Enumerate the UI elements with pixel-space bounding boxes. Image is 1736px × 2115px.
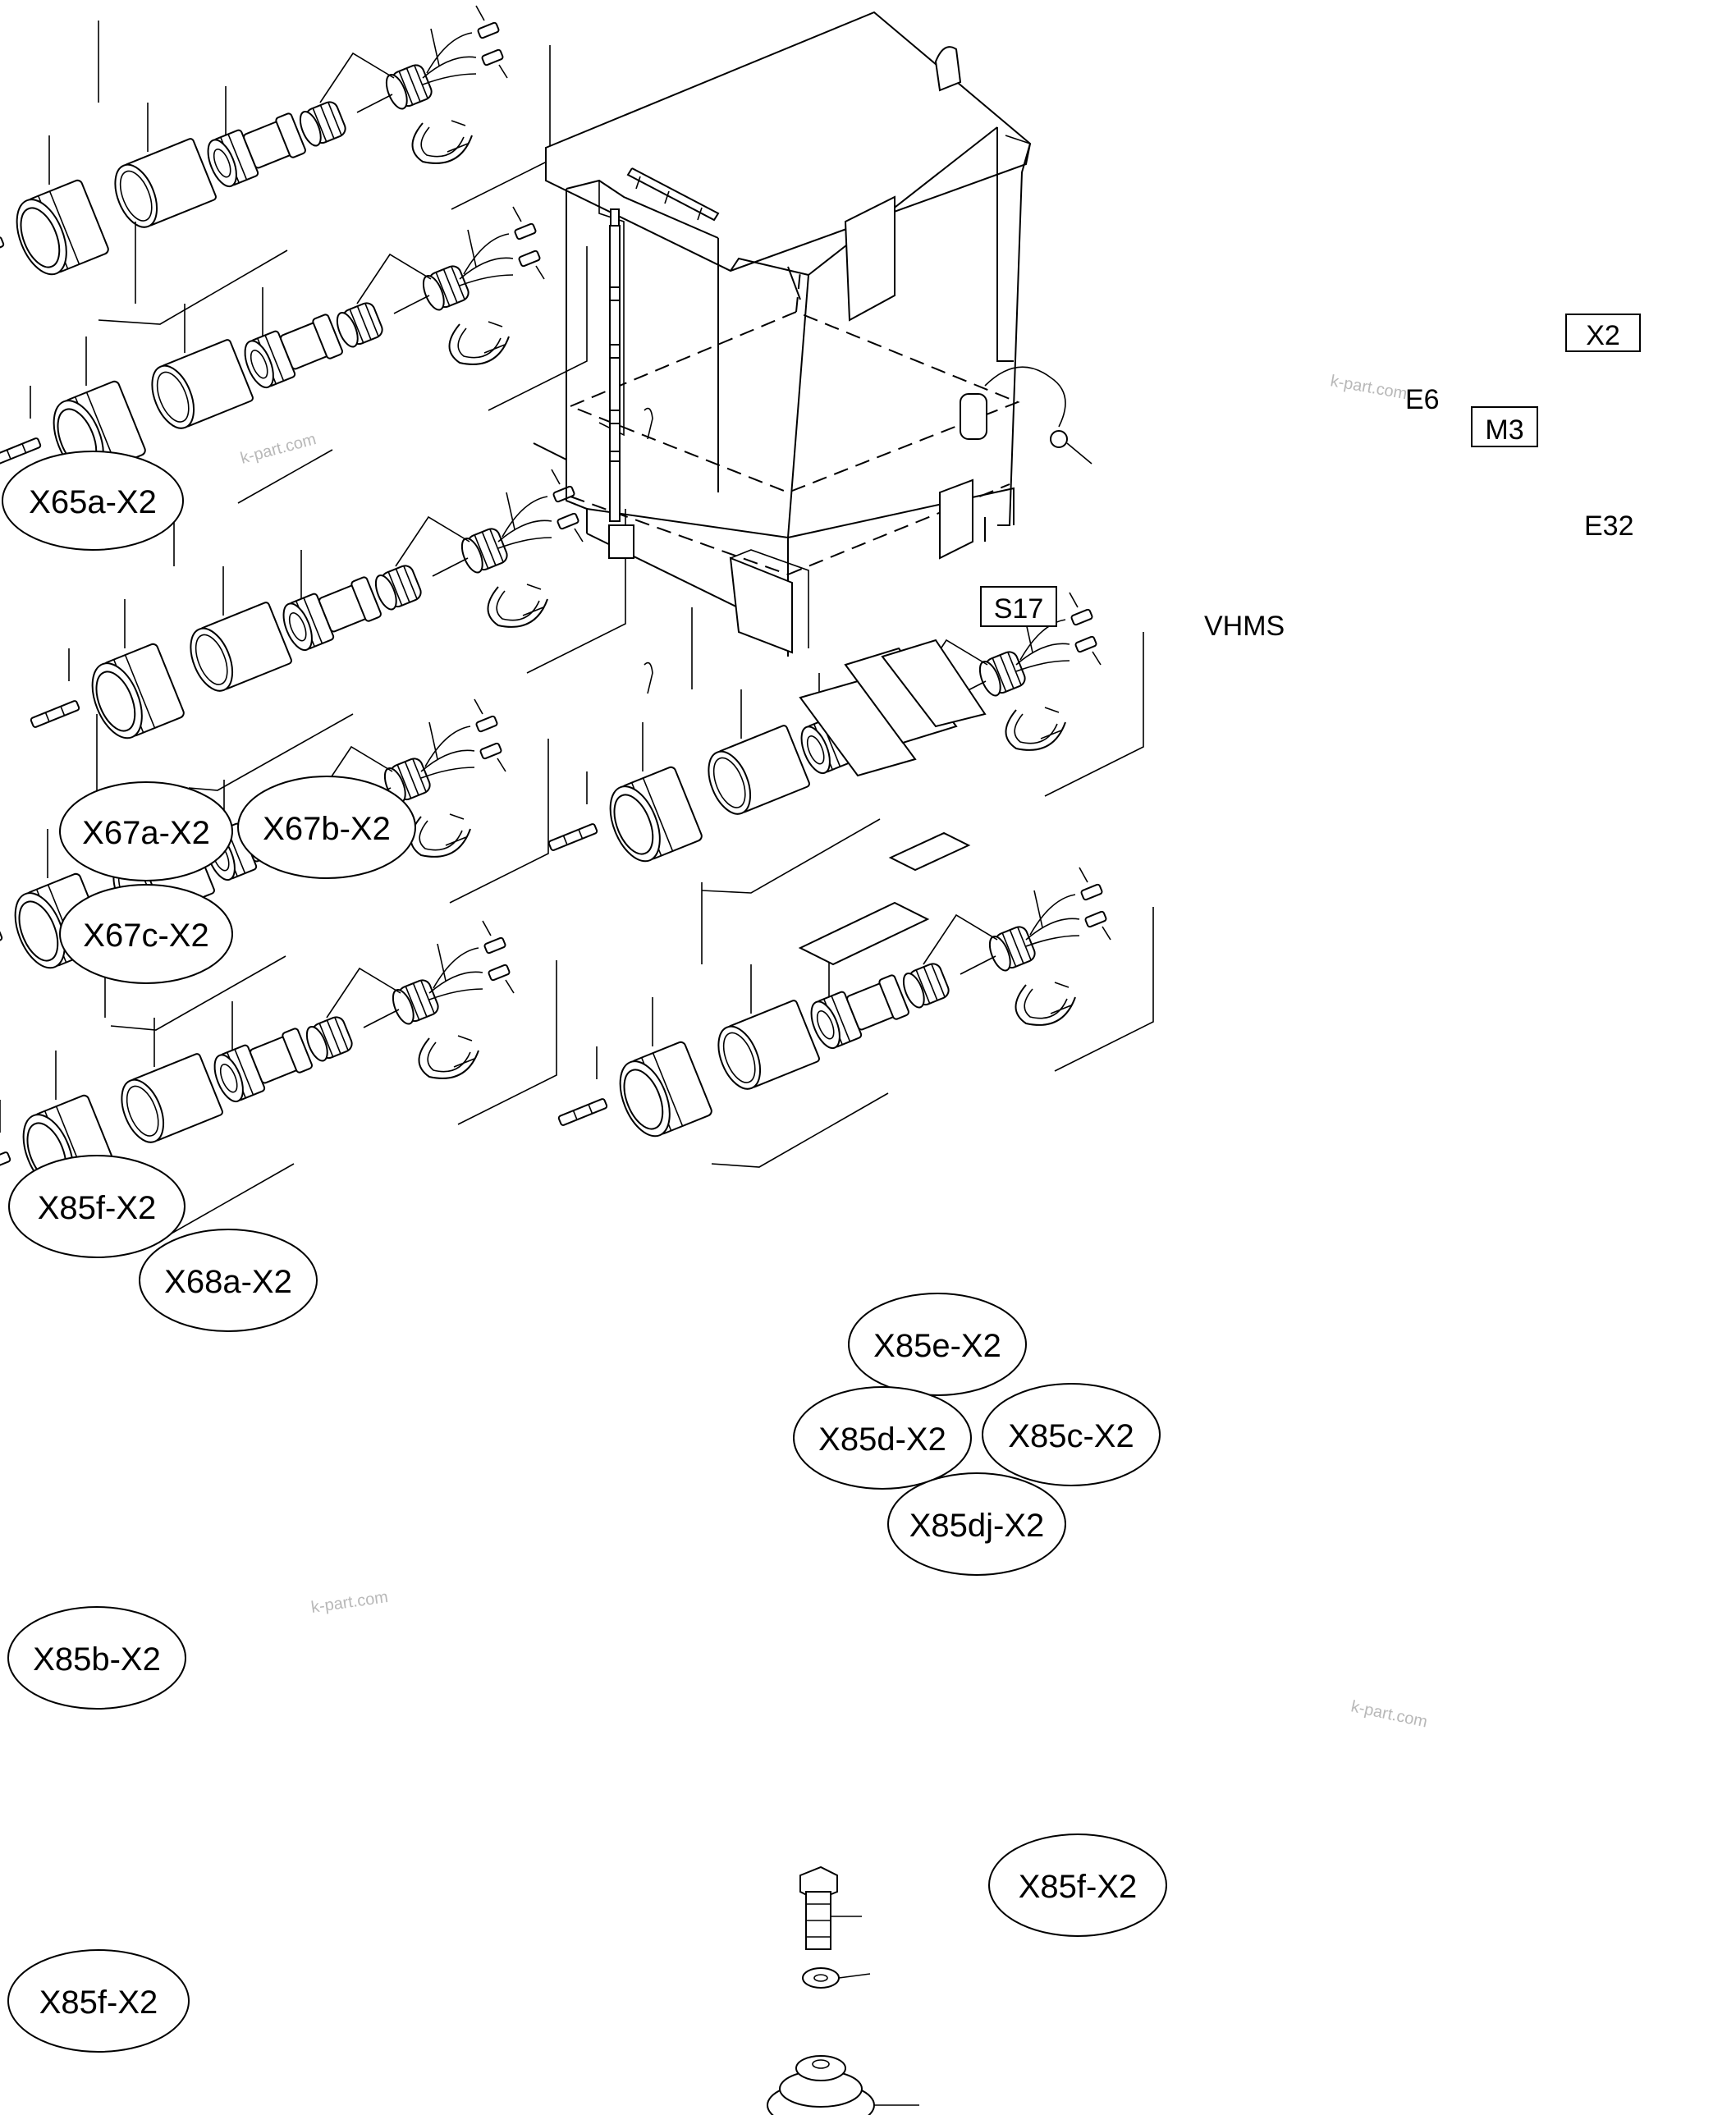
svg-text:S17: S17 [994, 593, 1044, 625]
callout-x85e-x2[interactable]: X85e-X2 [848, 1293, 1027, 1396]
svg-text:X2: X2 [1586, 320, 1620, 351]
watermark-3: k-part.com [310, 1588, 390, 1617]
svg-text:E6: E6 [1405, 384, 1440, 415]
label-x2[interactable]: X2 [1565, 314, 1641, 352]
callout-x68a-x2[interactable]: X68a-X2 [139, 1229, 318, 1332]
watermark-4: k-part.com [1349, 1697, 1429, 1731]
callout-x85dj-x2[interactable]: X85dj-X2 [887, 1472, 1066, 1576]
svg-text:X85f-X2: X85f-X2 [1019, 1869, 1138, 1905]
callout-x85c-x2[interactable]: X85c-X2 [982, 1383, 1161, 1486]
svg-text:X85b-X2: X85b-X2 [33, 1641, 161, 1678]
callout-x65a-x2[interactable]: X65a-X2 [2, 451, 184, 551]
svg-text:X85dj-X2: X85dj-X2 [909, 1508, 1045, 1544]
callout-x85b-x2[interactable]: X85b-X2 [7, 1606, 186, 1710]
svg-text:X67c-X2: X67c-X2 [83, 918, 208, 954]
svg-text:VHMS: VHMS [1204, 611, 1285, 642]
connector-assembly-x65a [0, 5, 552, 282]
connector-assembly-x85f-right [557, 867, 1154, 1144]
callout-x85f-x2-bottom-left[interactable]: X85f-X2 [7, 1949, 190, 2053]
bolt-washer-mount-assembly [767, 1866, 919, 2115]
svg-text:X65a-X2: X65a-X2 [29, 484, 157, 520]
svg-text:X85e-X2: X85e-X2 [873, 1328, 1001, 1364]
svg-text:X67b-X2: X67b-X2 [263, 811, 391, 847]
callout-x67c-x2[interactable]: X67c-X2 [59, 884, 233, 984]
electrical-cabinet [533, 11, 1092, 966]
svg-text:X85f-X2: X85f-X2 [38, 1190, 157, 1226]
watermark-1: k-part.com [239, 430, 318, 468]
label-e32[interactable]: E32 [1584, 510, 1634, 542]
label-e6[interactable]: E6 [1405, 384, 1440, 415]
callout-x85f-x2-left[interactable]: X85f-X2 [8, 1155, 186, 1258]
callout-x85d-x2[interactable]: X85d-X2 [793, 1386, 972, 1490]
label-s17[interactable]: S17 [980, 586, 1057, 627]
svg-text:M3: M3 [1485, 414, 1523, 446]
svg-text:E32: E32 [1584, 510, 1634, 542]
callout-x67a-x2[interactable]: X67a-X2 [59, 781, 233, 881]
svg-text:X85c-X2: X85c-X2 [1008, 1418, 1134, 1454]
svg-text:X85d-X2: X85d-X2 [818, 1421, 946, 1458]
label-m3[interactable]: M3 [1471, 406, 1538, 447]
label-vhms[interactable]: VHMS [1204, 611, 1285, 642]
svg-text:X68a-X2: X68a-X2 [164, 1264, 292, 1300]
callout-x67b-x2[interactable]: X67b-X2 [237, 776, 416, 879]
callout-x85f-x2-right[interactable]: X85f-X2 [988, 1833, 1167, 1937]
svg-text:X67a-X2: X67a-X2 [82, 815, 210, 851]
watermark-2: k-part.com [1329, 372, 1408, 403]
svg-text:X85f-X2: X85f-X2 [39, 1985, 158, 2021]
